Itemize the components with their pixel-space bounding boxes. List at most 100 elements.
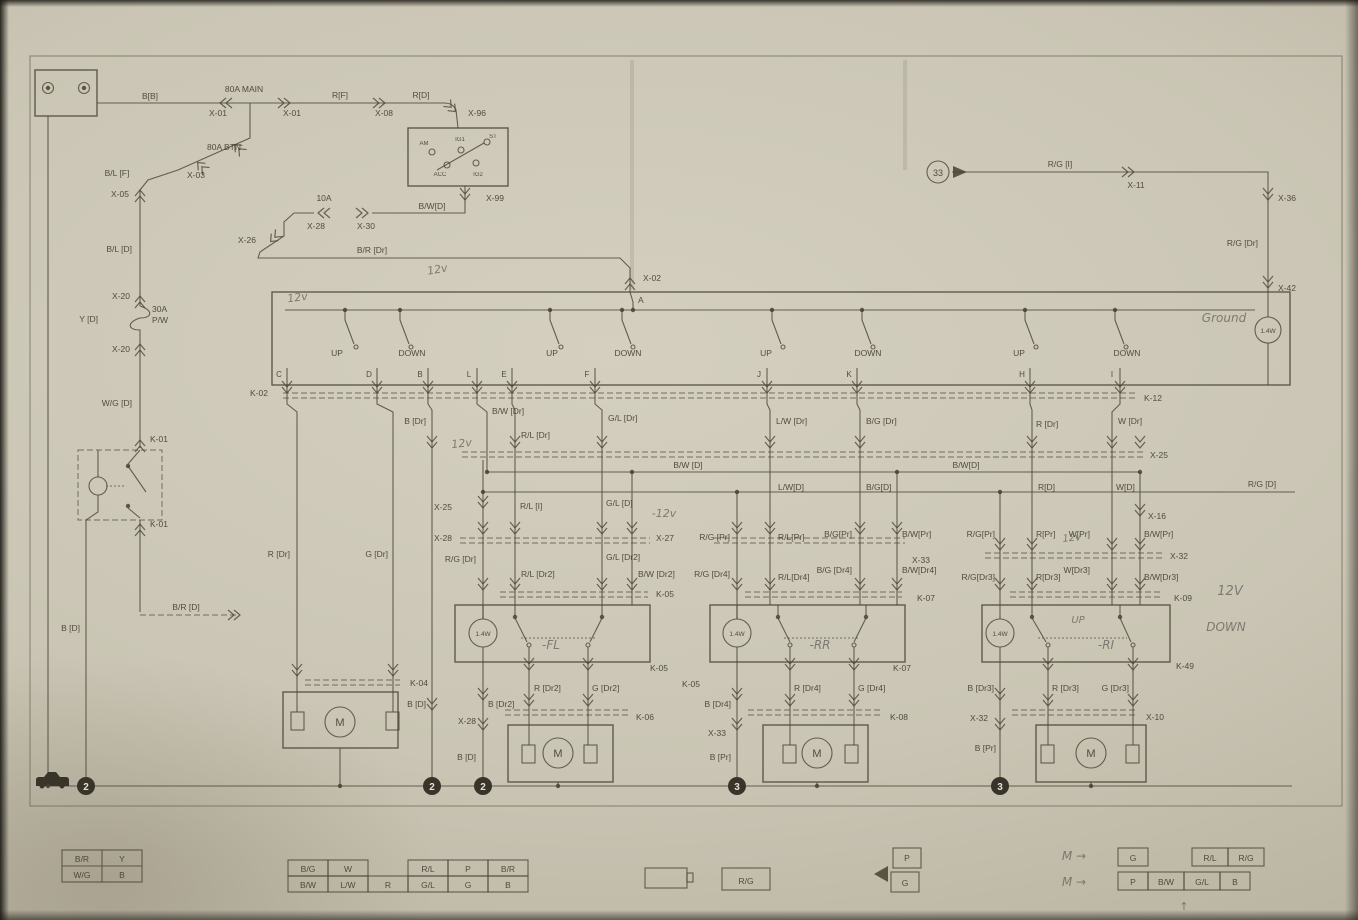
wire-label: X-28 xyxy=(458,716,476,726)
wire-label: AM xyxy=(420,141,429,147)
wire-label: R/L[Dr4] xyxy=(778,572,810,582)
wire-label: I xyxy=(1111,370,1113,379)
connector-chevron-icon xyxy=(317,207,331,219)
wire-label: W xyxy=(344,864,352,874)
ignition-terminal xyxy=(457,146,465,154)
wire-label: K-05 xyxy=(682,679,700,689)
wire-label: B [Dr2] xyxy=(488,699,514,709)
handwritten-note: -12v xyxy=(652,507,677,520)
junction-dot xyxy=(775,614,781,620)
wire-label: G/L xyxy=(421,880,435,890)
relay-box xyxy=(77,449,163,521)
wire-label: B/W xyxy=(1158,877,1174,887)
junction-dot xyxy=(997,489,1003,495)
color-code-legend-shapes xyxy=(61,847,1265,893)
wire-label: W[Pr] xyxy=(1069,529,1090,539)
handwritten-note: Ground xyxy=(1202,311,1247,325)
wire-label: K-05 xyxy=(656,589,674,599)
main-switch-outline xyxy=(271,291,1291,386)
wire-label: H xyxy=(1019,370,1025,379)
wire-label: X-32 xyxy=(1170,551,1188,561)
wire-label: B [D] xyxy=(407,699,426,709)
wire-label: B [D] xyxy=(61,623,80,633)
switch-contact xyxy=(870,344,876,350)
relay-contacts xyxy=(97,449,147,519)
wire-label: X-01 xyxy=(209,108,227,118)
wire-label: B xyxy=(119,870,125,880)
ground-number: 2 xyxy=(480,782,486,793)
wire-label: L xyxy=(467,370,472,379)
wire-label: R/G xyxy=(738,876,753,886)
connector-arrows-and-dots xyxy=(45,85,1274,789)
wire-label: R [Dr2] xyxy=(534,683,561,693)
motor-brush xyxy=(385,711,400,731)
connector-chevron-icon xyxy=(227,609,241,621)
wire-label: X-96 xyxy=(468,108,486,118)
switch-contact xyxy=(1123,344,1129,350)
door-switch-blades xyxy=(482,605,1132,643)
wire-label: B/R xyxy=(75,854,89,864)
wire-label: P xyxy=(904,853,910,863)
paper-artifacts xyxy=(29,55,1343,807)
wire-label: A xyxy=(638,295,644,305)
switch-contact xyxy=(780,344,786,350)
junction-dot xyxy=(45,783,51,789)
battery-terminal xyxy=(77,81,91,95)
junction-dot xyxy=(125,463,131,469)
wire-label: R[F] xyxy=(332,90,348,100)
junction-dot xyxy=(863,614,869,620)
wire-label: W/G xyxy=(74,870,91,880)
wire-label: B/W[Pr] xyxy=(902,529,931,539)
handwritten-note: -RI xyxy=(1098,638,1115,652)
ignition-terminal xyxy=(443,161,451,169)
connector-legend-cell xyxy=(892,847,922,869)
wire-label: E xyxy=(501,370,506,379)
handwritten-notes: 12v12v12v-12v12v-FL-RRUP-RI12VDOWNGround… xyxy=(286,261,1246,913)
wire-label: B/G [Dr] xyxy=(866,416,897,426)
wire-label: R/L xyxy=(421,864,435,874)
wire-label: D xyxy=(366,370,372,379)
door-output-wires xyxy=(482,647,1134,786)
wire-label: G/L [Dr2] xyxy=(606,552,640,562)
bulb-label: 1.4W xyxy=(1260,328,1276,335)
roof-illumination: 33R/G [I]X-11X-36R/G [Dr]X-42 xyxy=(933,159,1296,293)
junction-dot xyxy=(397,307,403,313)
wire-label: X-99 xyxy=(486,193,504,203)
junction-dot xyxy=(484,469,490,475)
wire-label: F xyxy=(585,370,590,379)
switch-contact xyxy=(526,642,532,648)
wire-label: B [Pr] xyxy=(975,743,996,753)
motor-brush xyxy=(1040,744,1055,764)
rear-right-motor-box xyxy=(762,724,869,783)
handwritten-note: 12v xyxy=(1062,532,1083,545)
wire-label: L/W [Dr] xyxy=(776,416,807,426)
battery xyxy=(34,69,98,117)
motor-circle xyxy=(801,737,833,769)
handwritten-note: 12v xyxy=(426,261,449,277)
handwritten-note: ↑ xyxy=(1179,900,1188,913)
junction-dot xyxy=(342,307,348,313)
wire-label: DOWN xyxy=(615,348,642,358)
battery-terminal xyxy=(41,81,55,95)
wire-label: L/W xyxy=(340,880,355,890)
junction-dot xyxy=(480,489,486,495)
rear-right-door: R/G [Pr]R/L[Pr]B/G[Pr]B/W[Pr]X-33R/G [Dr… xyxy=(682,529,936,762)
wire-label: R/G [Dr] xyxy=(445,554,476,564)
wire-label: X-03 xyxy=(187,170,205,180)
connector-dash-rows xyxy=(283,392,1165,716)
switch-blades xyxy=(344,310,1125,345)
junction-dot xyxy=(619,307,625,313)
motor-brush xyxy=(290,711,305,731)
wire-label: G/L [Dr] xyxy=(608,413,637,423)
connector-chevron-icon xyxy=(1134,435,1146,449)
junction-dot xyxy=(599,614,605,620)
wire-label: K-07 xyxy=(917,593,935,603)
motor-circle xyxy=(542,737,574,769)
wire-label: R[D] xyxy=(1038,482,1055,492)
